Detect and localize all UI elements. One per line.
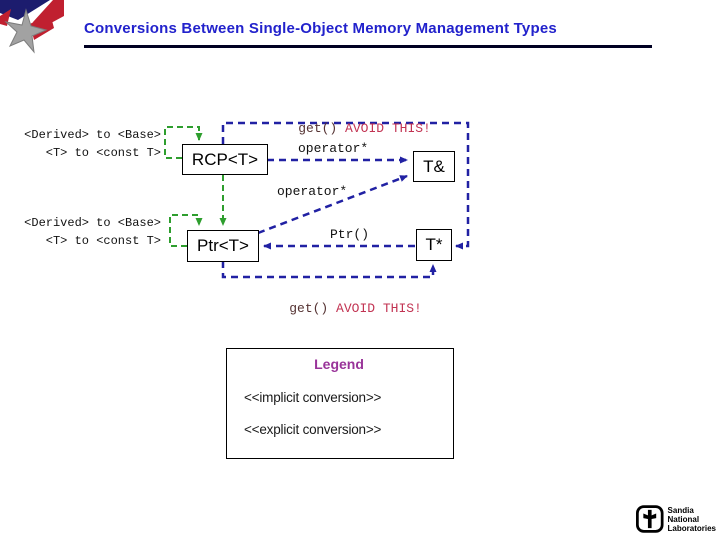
edge-label-ptr-ctor: Ptr() [330,227,370,242]
edge-label-operator-rcp: operator* [298,141,369,156]
sandia-thunderbird-icon [636,505,664,533]
slide-corner-logo-graphic [0,0,64,54]
node-ptr: Ptr<T> [187,230,259,262]
title-underline [84,45,652,48]
sandia-logo: Sandia National Laboratories [636,501,716,537]
legend-explicit-label: <<explicit conversion>> [244,422,382,437]
node-tref: T& [413,151,455,182]
edge-label-get-bottom: get() AVOID THIS! [258,286,422,331]
get-bottom-text: get() [289,301,329,316]
legend-box [226,348,454,459]
sandia-logo-line2: National [667,514,700,524]
avoid-top-text: AVOID THIS! [337,121,431,136]
node-tref-label: T& [423,156,445,176]
legend-title: Legend [314,356,364,372]
rcp-conversion-note-line2: <T> to <const T> [45,146,161,160]
get-top-text: get() [298,121,338,136]
node-rcp: RCP<T> [182,144,268,175]
node-rcp-label: RCP<T> [191,149,259,169]
node-tptr: T* [416,229,452,261]
slide-title: Conversions Between Single-Object Memory… [84,20,557,37]
node-ptr-label: Ptr<T> [197,236,249,255]
edge-label-get-top: get() AVOID THIS! [267,106,431,151]
ptr-conversion-note-line2: <T> to <const T> [45,234,161,248]
explicit-arrow-ptr-get-to-tptr [221,261,437,279]
node-tptr-label: T* [425,235,443,254]
sandia-logo-line3: Laboratories [667,523,716,533]
rcp-conversion-note-line1: <Derived> to <Base> [24,128,161,142]
ptr-conversion-note-line1: <Derived> to <Base> [24,216,161,230]
avoid-bottom-text: AVOID THIS! [328,301,422,316]
legend-implicit-label: <<implicit conversion>> [244,390,382,405]
edge-label-operator-ptr: operator* [277,184,348,199]
sandia-logo-text: Sandia National Laboratories [668,506,716,533]
sandia-logo-line1: Sandia [667,505,694,515]
